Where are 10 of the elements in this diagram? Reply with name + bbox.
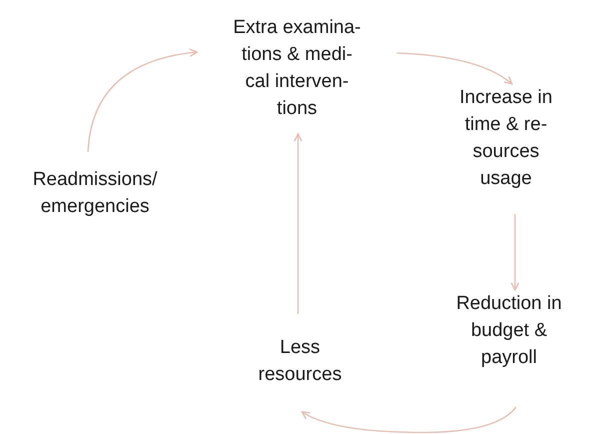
cycle-step-text: Increase in time & re- sources usage: [450, 84, 562, 214]
cycle-step-text: Reduction in budget & payroll: [446, 290, 572, 407]
arrow: [510, 214, 520, 291]
arrow: [301, 406, 516, 434]
arrow: [396, 52, 513, 85]
cycle-step-text: Less resources: [248, 314, 352, 412]
cycle-step-text: Extra examina- tions & medi- cal interven- tions: [197, 14, 397, 134]
arrow: [294, 133, 302, 314]
arrow: [87, 48, 198, 152]
cycle-step-text: Readmissions/ emergencies: [8, 152, 182, 220]
